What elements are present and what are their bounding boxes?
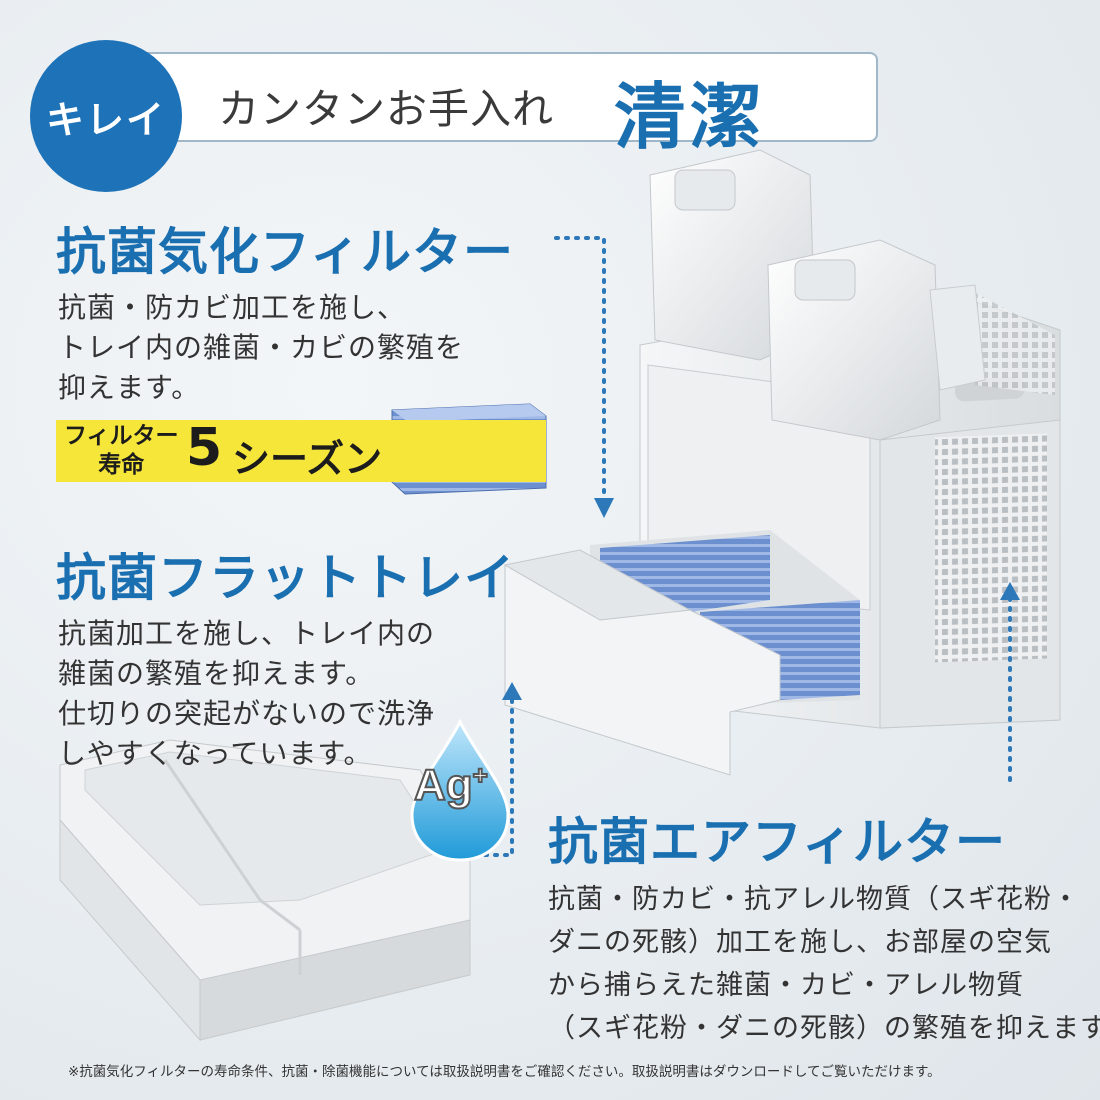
feature-heading-vaporizing-filter: 抗菌気化フィルター bbox=[56, 223, 514, 281]
ag-label: Ag+ bbox=[413, 759, 489, 811]
flat-tray bbox=[59, 739, 471, 1042]
ag-droplet-icon bbox=[410, 718, 510, 862]
arrow-heads bbox=[502, 498, 1020, 700]
feature-desc-flat-tray: 抗菌加工を施し、トレイ内の 雑菌の繁殖を抑えます。 仕切りの突起がないので洗浄 … bbox=[58, 617, 436, 770]
water-tank-right bbox=[767, 239, 941, 441]
header-title: 清潔 bbox=[614, 75, 767, 159]
footnote: ※抗菌気化フィルターの寿命条件、抗菌・除菌機能については取扱説明書をご確認くださ… bbox=[68, 1064, 941, 1080]
filter-life-banner bbox=[56, 420, 546, 482]
feature-desc-air-filter: 抗菌・防カビ・抗アレル物質（スギ花粉・ ダニの死骸）加工を施し、お部屋の空気 か… bbox=[548, 884, 1100, 1044]
filter-life-label: フィルター 寿命 bbox=[64, 423, 179, 478]
dotted-arrows bbox=[446, 236, 1012, 857]
feature-desc-vaporizing-filter: 抗菌・防カビ加工を施し、 トレイ内の雑菌・カビの繁殖を 抑えます。 bbox=[58, 291, 465, 404]
feature-heading-air-filter: 抗菌エアフィルター bbox=[548, 813, 1006, 871]
filter-tray bbox=[503, 530, 860, 776]
header-panel bbox=[108, 52, 878, 142]
side-grill bbox=[935, 433, 1047, 663]
header-subtitle: カンタンお手入れ bbox=[218, 85, 554, 133]
kirei-badge: キレイ bbox=[30, 40, 182, 192]
filter-life-unit: シーズン bbox=[232, 437, 383, 481]
filter-life-number: 5 bbox=[186, 418, 223, 478]
feature-heading-flat-tray: 抗菌フラットトレイ bbox=[56, 549, 515, 607]
